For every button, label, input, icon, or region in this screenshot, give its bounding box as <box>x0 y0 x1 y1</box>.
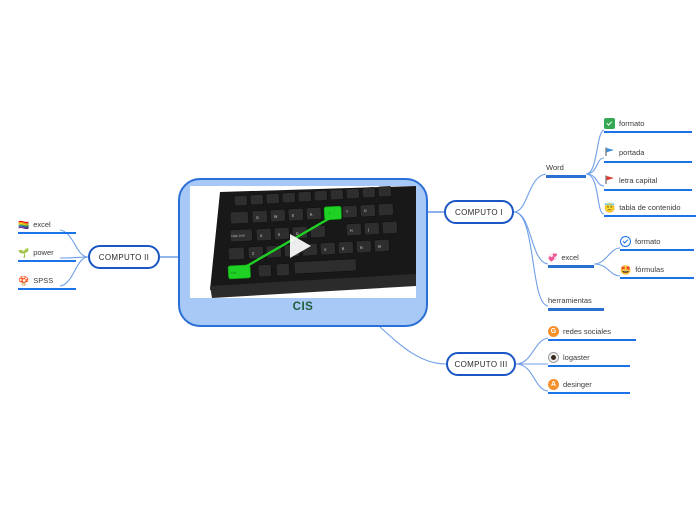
node-computo-i-label: COMPUTO I <box>455 207 503 217</box>
leaf-spss[interactable]: 🍄 SPSS <box>18 275 76 290</box>
leaf-label: excel <box>33 220 51 229</box>
svg-text:U: U <box>364 209 367 213</box>
leaf-label: SPSS <box>33 276 54 285</box>
svg-text:W: W <box>274 215 278 219</box>
svg-text:R: R <box>310 213 313 217</box>
play-button-overlay <box>290 234 311 258</box>
star-struck-icon: 🤩 <box>620 264 632 275</box>
branch-word[interactable]: Word <box>546 162 586 178</box>
leaf-excel-computo-ii[interactable]: 🏳️‍🌈 excel <box>18 219 76 234</box>
branch-herramientas[interactable]: herramientas <box>548 295 604 311</box>
orange-badge-a-icon: A <box>548 379 559 390</box>
svg-text:N: N <box>360 246 363 250</box>
leaf-logaster[interactable]: logaster <box>548 352 630 367</box>
central-image: Q W E R Y U A S D H J Z V B N M Caps Loc <box>190 186 416 298</box>
leaf-word-tabla-de-contenido[interactable]: 😇 tabla de contenido <box>604 202 696 217</box>
red-triangular-flag-icon <box>604 174 615 187</box>
rainbow-flag-icon: 🏳️‍🌈 <box>18 219 30 230</box>
node-computo-ii[interactable]: COMPUTO II <box>88 245 160 269</box>
blue-check-circle-icon <box>620 236 631 247</box>
node-computo-i[interactable]: COMPUTO I <box>444 200 514 224</box>
green-check-mark-icon <box>604 118 615 129</box>
revolving-hearts-icon: 💞 <box>548 253 558 262</box>
svg-text:Y: Y <box>346 210 349 214</box>
leaf-redes-sociales[interactable]: G redes sociales <box>548 326 636 341</box>
svg-text:A: A <box>260 234 263 238</box>
leaf-power[interactable]: 🌱 power <box>18 247 76 262</box>
keyboard-shortcut-photo: Q W E R Y U A S D H J Z V B N M Caps Loc <box>190 186 416 298</box>
leaf-label: redes sociales <box>563 327 611 336</box>
svg-text:Q: Q <box>256 216 259 220</box>
svg-text:S: S <box>278 233 281 237</box>
node-computo-ii-label: COMPUTO II <box>98 252 150 262</box>
leaf-label: portada <box>619 148 645 157</box>
node-computo-iii-label: COMPUTO III <box>454 359 508 369</box>
radio-dot-icon <box>548 352 559 363</box>
mushroom-icon: 🍄 <box>18 275 30 286</box>
leaf-label: fórmulas <box>635 265 664 274</box>
svg-text:H: H <box>350 229 353 233</box>
blue-triangular-flag-icon <box>604 146 615 159</box>
seedling-icon: 🌱 <box>18 247 30 258</box>
branch-herramientas-label: herramientas <box>548 296 592 305</box>
svg-text:B: B <box>342 247 345 251</box>
leaf-label: tabla de contenido <box>619 203 681 212</box>
svg-text:E: E <box>292 214 295 218</box>
leaf-word-portada[interactable]: portada <box>604 146 692 163</box>
svg-text:Caps Lock: Caps Lock <box>231 233 246 238</box>
branch-word-label: Word <box>546 163 564 172</box>
svg-text:D: D <box>296 232 299 236</box>
smiling-face-with-halo-icon: 😇 <box>604 202 616 213</box>
leaf-label: formato <box>619 119 645 128</box>
leaf-label: formato <box>635 237 661 246</box>
leaf-label: desinger <box>563 380 592 389</box>
svg-text:Z: Z <box>252 252 255 256</box>
svg-text:M: M <box>378 245 381 249</box>
svg-text:V: V <box>324 248 327 252</box>
leaf-label: letra capital <box>619 176 658 185</box>
leaf-label: power <box>33 248 54 257</box>
orange-badge-g-icon: G <box>548 326 559 337</box>
node-computo-iii[interactable]: COMPUTO III <box>446 352 516 376</box>
branch-excel[interactable]: 💞 excel <box>548 252 594 268</box>
leaf-label: logaster <box>563 353 590 362</box>
leaf-excel-formato[interactable]: formato <box>620 236 694 251</box>
leaf-excel-formulas[interactable]: 🤩 fórmulas <box>620 264 694 279</box>
svg-text:Ctrl: Ctrl <box>231 271 237 275</box>
leaf-word-letra-capital[interactable]: letra capital <box>604 174 692 191</box>
branch-excel-label: excel <box>561 253 579 262</box>
leaf-desinger[interactable]: A desinger <box>548 379 630 394</box>
svg-text:T: T <box>328 212 331 216</box>
central-topic-label: CIS <box>292 301 314 313</box>
svg-text:J: J <box>367 228 369 232</box>
central-topic-node[interactable]: Q W E R Y U A S D H J Z V B N M Caps Loc <box>178 178 428 327</box>
leaf-word-formato[interactable]: formato <box>604 118 692 133</box>
